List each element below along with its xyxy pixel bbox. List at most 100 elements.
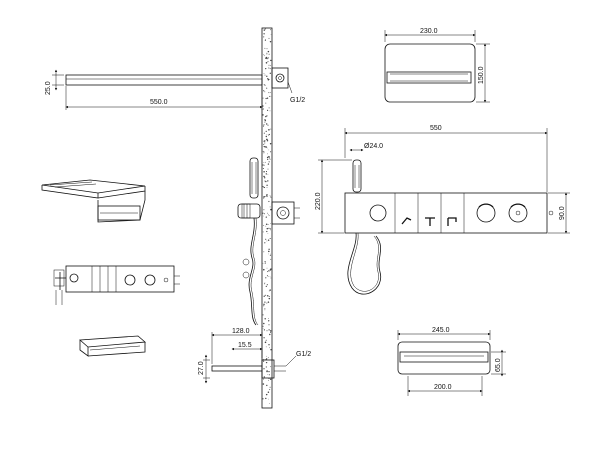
wall-speckle [263, 303, 265, 306]
wall-speckle [265, 146, 268, 148]
wall-speckle [262, 164, 264, 166]
wall-speckle [266, 230, 268, 233]
wall-speckle [263, 368, 265, 370]
wall-speckle [268, 107, 270, 109]
wall-speckle [269, 378, 272, 381]
wall-speckle [270, 253, 271, 255]
wall-speckle [268, 200, 270, 203]
spout-length-label: 128.0 [232, 328, 250, 335]
wall-speckle [264, 47, 266, 49]
wall-speckle [269, 110, 271, 112]
wall-speckle [263, 213, 265, 215]
wall-speckle [266, 195, 268, 197]
panel-total-height-label: 220.0 [315, 192, 322, 210]
wall-speckle [264, 242, 266, 244]
wall-speckle [266, 187, 268, 188]
wall-speckle [266, 284, 268, 286]
wall-speckle [263, 209, 265, 211]
wall-speckle [263, 175, 265, 178]
wall-speckle [263, 305, 265, 307]
spout-height-label: 27.0 [198, 361, 205, 375]
wall-speckle [263, 36, 265, 38]
wall-speckle [263, 164, 265, 166]
wall-speckle [267, 173, 269, 175]
wall-speckle [268, 290, 270, 292]
wall-speckle [268, 248, 270, 250]
wall-speckle [263, 54, 265, 56]
wall-speckle [262, 231, 264, 233]
wall-speckle [263, 145, 265, 147]
control-panel-3d [53, 265, 180, 305]
wall-speckle [264, 146, 266, 148]
wall-speckle [265, 339, 267, 341]
wall-speckle [263, 90, 265, 92]
wall-section [261, 27, 273, 409]
wall-speckle [263, 186, 266, 189]
wall-speckle [269, 333, 271, 336]
wall-speckle [266, 267, 268, 269]
wall-speckle [263, 187, 264, 188]
wall-speckle [268, 67, 270, 69]
wall-speckle [263, 358, 265, 360]
wall-speckle [270, 34, 272, 35]
wall-speckle [268, 155, 270, 158]
wall-speckle [263, 295, 265, 297]
wall-speckle [268, 92, 269, 94]
wall-speckle [270, 331, 272, 333]
wall-speckle [263, 378, 265, 380]
wall-speckle [265, 346, 267, 348]
wall-speckle [262, 327, 264, 329]
wall-speckle [267, 180, 269, 182]
wall-speckle [267, 109, 269, 111]
wall-speckle [262, 398, 264, 400]
wall-speckle [270, 29, 272, 31]
wall-speckle [264, 294, 266, 296]
wall-speckle [264, 91, 266, 93]
wall-speckle [269, 330, 272, 332]
wall-speckle [264, 74, 266, 76]
box-height-label: 65.0 [495, 358, 502, 372]
wall-speckle [265, 397, 267, 400]
wall-speckle [268, 270, 270, 272]
arm-thread-label: G1/2 [290, 97, 305, 104]
wall-speckle [262, 108, 264, 110]
wall-speckle [262, 186, 264, 188]
wall-speckle [268, 214, 270, 216]
shower-head-drawing [384, 30, 490, 103]
wall-speckle [268, 324, 270, 326]
wall-speckle [269, 195, 271, 197]
wall-speckle [269, 158, 271, 160]
wall-speckle [263, 337, 265, 339]
wall-speckle [263, 124, 265, 126]
wall-speckle [269, 269, 272, 271]
wall-speckle [267, 163, 270, 165]
wall-speckle [267, 357, 269, 359]
wall-speckle [263, 143, 265, 145]
wall-speckle [263, 29, 266, 31]
wall-speckle [264, 282, 266, 284]
wall-speckle [265, 361, 268, 364]
wall-spout-drawing [203, 332, 297, 384]
spout-thread-label: G1/2 [296, 351, 311, 358]
wall-speckle [267, 301, 270, 303]
wall-speckle [269, 206, 271, 208]
waterfall-spout-box-drawing [397, 330, 506, 396]
wall-speckle [264, 301, 266, 303]
wall-speckle [268, 320, 270, 322]
wall-speckle [266, 48, 268, 50]
wall-speckle [267, 374, 268, 375]
wall-speckle [268, 134, 269, 136]
wall-speckle [266, 302, 268, 304]
wall-speckle [264, 84, 266, 86]
head-depth-label: 150.0 [478, 66, 485, 84]
wall-speckle [266, 384, 268, 387]
wall-speckle [268, 253, 269, 255]
wall-speckle [269, 237, 271, 240]
wall-speckle [270, 95, 272, 97]
button-rainhead-icon [425, 217, 435, 226]
wall-speckle [268, 161, 270, 163]
wall-speckle [267, 153, 268, 155]
wall-speckle [263, 33, 265, 35]
wall-speckle [270, 366, 272, 368]
